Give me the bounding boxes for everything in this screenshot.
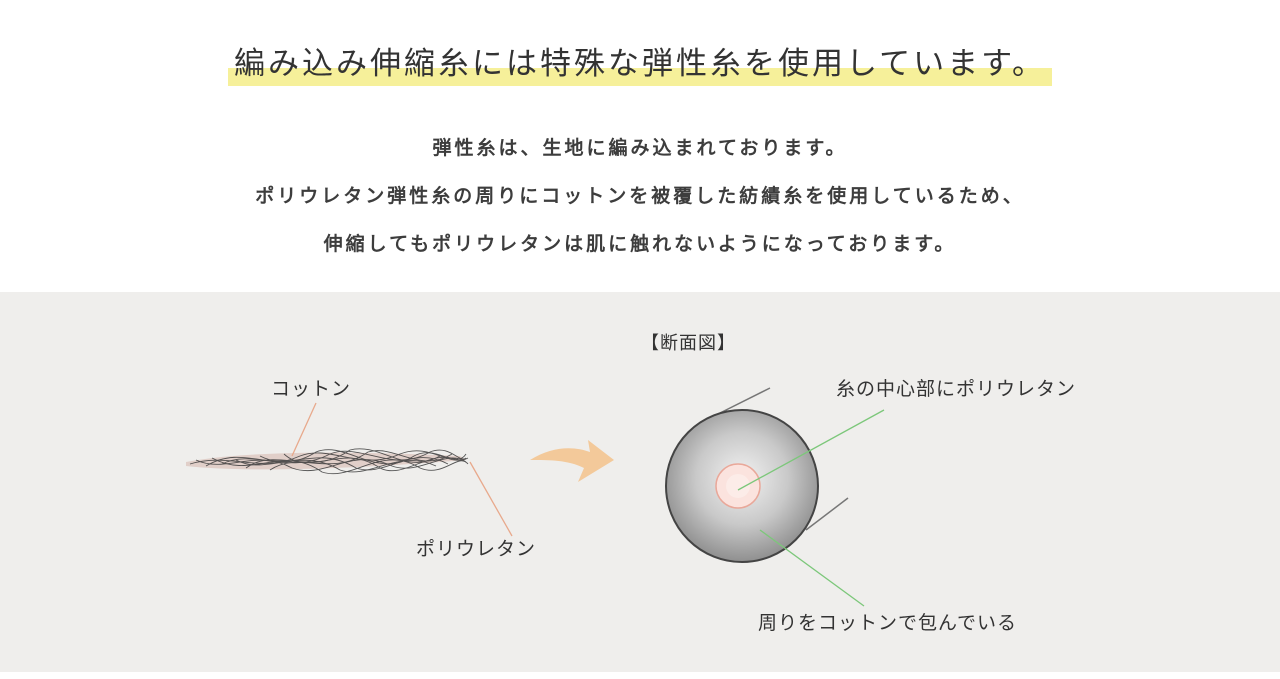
curved-arrow-icon — [530, 440, 614, 482]
headline-container: 編み込み伸縮糸には特殊な弾性糸を使用しています。 — [0, 40, 1280, 88]
label-cotton: コットン — [271, 378, 352, 400]
section-title: 【断面図】 — [641, 333, 736, 354]
yarn-cross-section-illustration — [665, 387, 849, 563]
intro-line-3: 伸縮してもポリウレタンは肌に触れないようになっております。 — [323, 233, 957, 255]
cross-section-diagram: 【断面図】 コットン ポリウレタン 糸の中心部にポリウレタン 周りをコットンで包… — [0, 292, 1280, 672]
intro-line-1: 弾性糸は、生地に編み込まれております。 — [432, 137, 848, 159]
label-cotton-wrap: 周りをコットンで包んでいる — [758, 612, 1018, 634]
yarn-strand-illustration — [186, 448, 469, 475]
label-core-polyurethane: 糸の中心部にポリウレタン — [836, 378, 1077, 400]
diagram-illustration — [186, 387, 885, 607]
intro-text: 弾性糸は、生地に編み込まれております。 ポリウレタン弾性糸の周りにコットンを被覆… — [0, 124, 1280, 268]
page-headline: 編み込み伸縮糸には特殊な弾性糸を使用しています。 — [228, 40, 1052, 88]
intro-line-2: ポリウレタン弾性糸の周りにコットンを被覆した紡績糸を使用しているため、 — [255, 185, 1025, 207]
label-polyurethane: ポリウレタン — [416, 538, 537, 560]
